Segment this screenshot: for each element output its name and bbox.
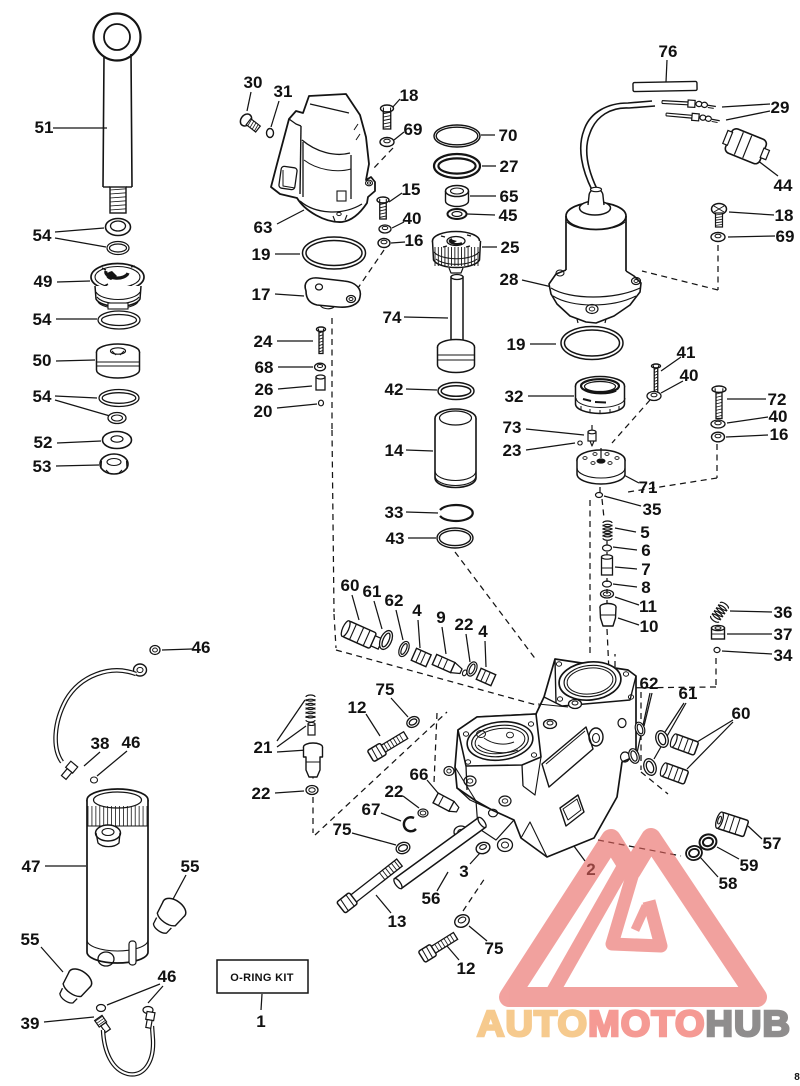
svg-text:74: 74 [383,308,402,327]
svg-text:51: 51 [35,118,54,137]
svg-text:65: 65 [500,187,519,206]
svg-text:6: 6 [641,541,650,560]
svg-text:46: 46 [192,638,211,657]
svg-text:55: 55 [181,857,200,876]
svg-text:54: 54 [33,387,52,406]
svg-text:66: 66 [410,765,429,784]
svg-text:63: 63 [254,218,273,237]
svg-text:25: 25 [501,238,520,257]
svg-text:19: 19 [252,245,271,264]
svg-text:37: 37 [774,625,793,644]
svg-text:61: 61 [679,684,698,703]
svg-text:28: 28 [500,270,519,289]
svg-text:18: 18 [775,206,794,225]
svg-text:36: 36 [774,603,793,622]
svg-text:39: 39 [21,1014,40,1033]
svg-text:55: 55 [21,930,40,949]
svg-text:54: 54 [33,226,52,245]
svg-text:31: 31 [274,82,293,101]
svg-text:67: 67 [362,800,381,819]
svg-text:71: 71 [639,478,658,497]
svg-text:62: 62 [385,591,404,610]
svg-text:69: 69 [776,227,795,246]
svg-text:12: 12 [348,698,367,717]
svg-text:69: 69 [404,120,423,139]
svg-text:22: 22 [252,784,271,803]
svg-text:53: 53 [33,457,52,476]
svg-text:5: 5 [640,523,649,542]
svg-text:38: 38 [91,734,110,753]
svg-text:26: 26 [255,380,274,399]
svg-text:15: 15 [402,180,421,199]
svg-text:19: 19 [507,335,526,354]
svg-text:14: 14 [385,441,404,460]
svg-text:13: 13 [388,912,407,931]
svg-text:23: 23 [503,441,522,460]
svg-text:58: 58 [719,874,738,893]
svg-text:41: 41 [677,343,696,362]
svg-text:75: 75 [333,820,352,839]
svg-text:1: 1 [256,1012,265,1031]
svg-text:59: 59 [740,856,759,875]
svg-text:18: 18 [400,86,419,105]
svg-text:50: 50 [33,351,52,370]
svg-text:42: 42 [385,380,404,399]
svg-text:35: 35 [643,500,662,519]
svg-text:60: 60 [732,704,751,723]
svg-text:8: 8 [794,1072,800,1083]
svg-text:27: 27 [500,157,519,176]
svg-text:45: 45 [499,206,518,225]
svg-text:7: 7 [641,560,650,579]
svg-text:16: 16 [405,231,424,250]
svg-text:47: 47 [22,857,41,876]
svg-text:46: 46 [158,967,177,986]
svg-text:4: 4 [478,622,488,641]
svg-text:52: 52 [34,433,53,452]
svg-text:62: 62 [640,674,659,693]
svg-text:49: 49 [34,272,53,291]
svg-text:22: 22 [455,615,474,634]
svg-text:O-RING KIT: O-RING KIT [230,972,294,984]
svg-text:21: 21 [254,738,273,757]
svg-text:75: 75 [376,680,395,699]
svg-text:12: 12 [457,959,476,978]
svg-text:33: 33 [385,503,404,522]
svg-text:61: 61 [363,582,382,601]
svg-text:43: 43 [386,529,405,548]
svg-text:30: 30 [244,73,263,92]
svg-text:57: 57 [763,834,782,853]
svg-text:20: 20 [254,402,273,421]
svg-text:56: 56 [422,889,441,908]
svg-text:68: 68 [255,358,274,377]
svg-text:10: 10 [640,617,659,636]
svg-text:3: 3 [459,862,468,881]
svg-text:24: 24 [254,332,273,351]
svg-text:73: 73 [503,418,522,437]
svg-text:8: 8 [641,578,650,597]
svg-text:40: 40 [680,366,699,385]
svg-text:17: 17 [252,285,271,304]
svg-text:75: 75 [485,939,504,958]
svg-text:46: 46 [122,733,141,752]
svg-text:22: 22 [385,782,404,801]
svg-text:76: 76 [659,42,678,61]
svg-text:44: 44 [774,176,793,195]
svg-text:70: 70 [499,126,518,145]
svg-text:60: 60 [341,576,360,595]
svg-text:32: 32 [505,387,524,406]
svg-text:40: 40 [403,209,422,228]
svg-text:11: 11 [639,597,657,616]
svg-text:16: 16 [770,425,789,444]
svg-text:40: 40 [769,407,788,426]
svg-text:54: 54 [33,310,52,329]
svg-text:9: 9 [436,608,445,627]
svg-text:34: 34 [774,646,793,665]
svg-text:72: 72 [768,390,787,409]
svg-text:29: 29 [771,98,790,117]
svg-text:4: 4 [412,601,422,620]
